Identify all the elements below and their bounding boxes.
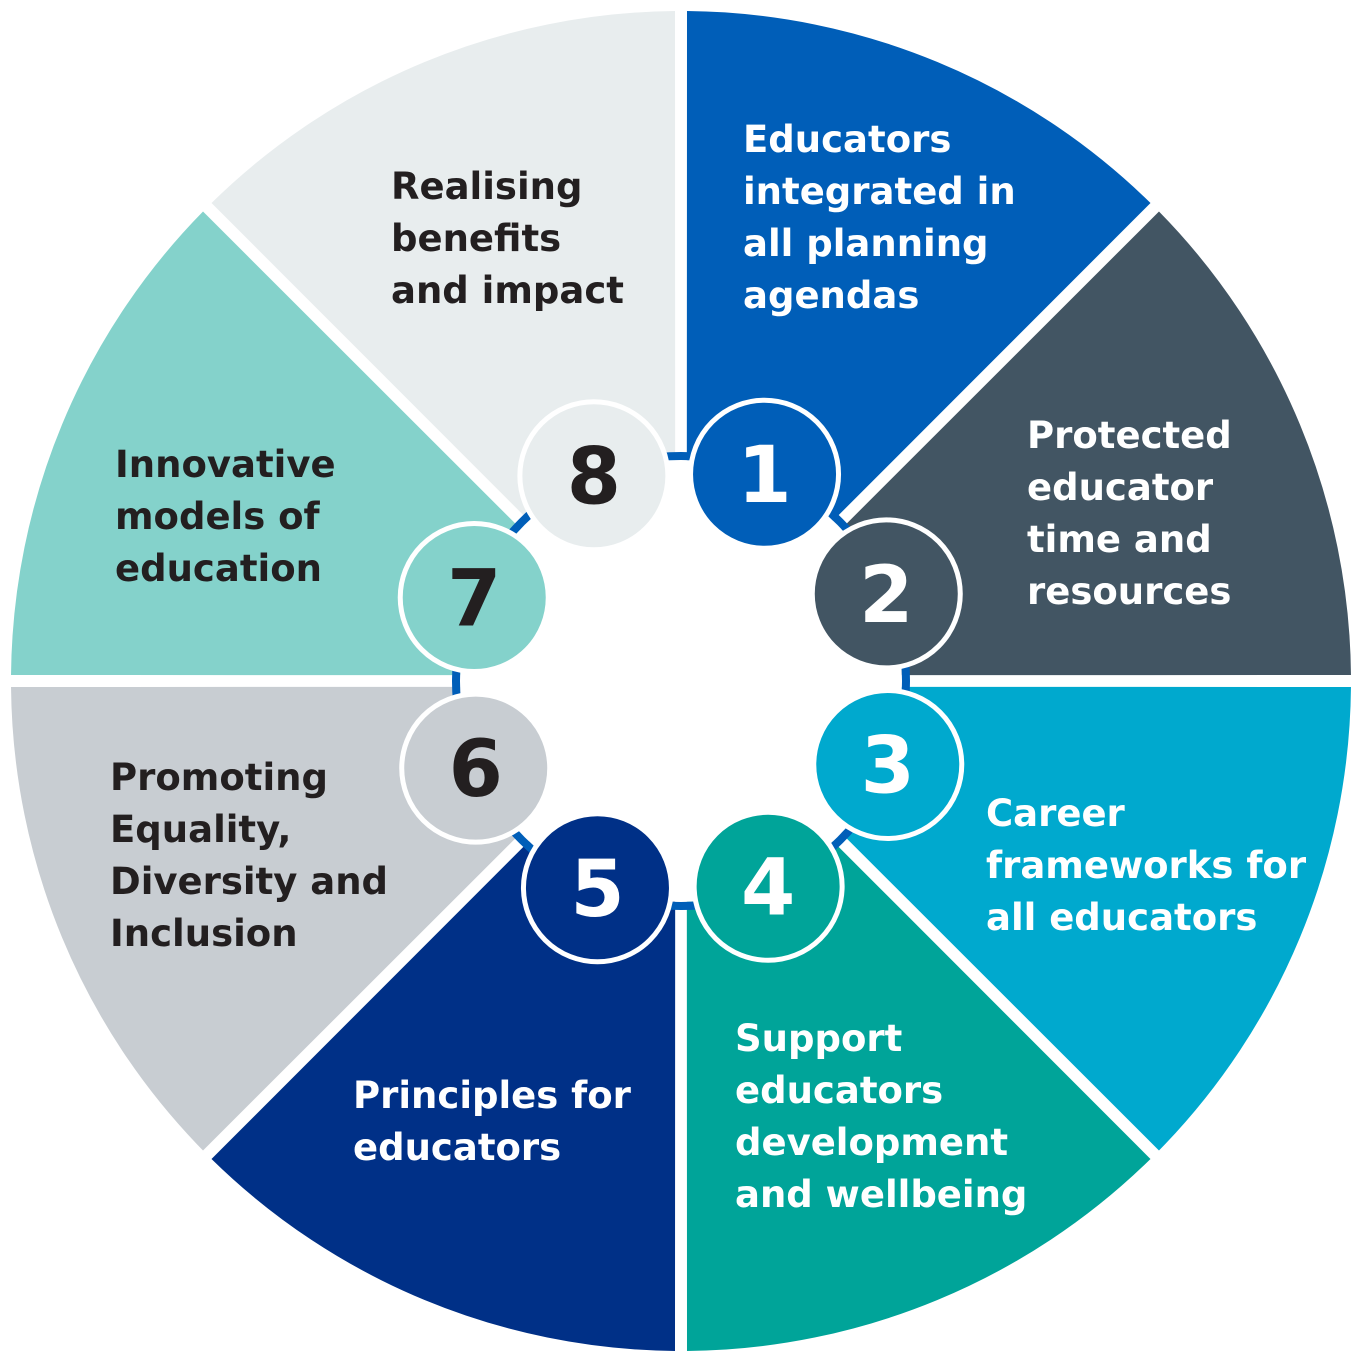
segment-label-line: integrated in bbox=[743, 170, 1016, 213]
segment-label-line: education bbox=[115, 547, 322, 590]
segment-label-line: models of bbox=[115, 495, 321, 538]
segment-label-line: time and bbox=[1027, 518, 1212, 561]
segment-label-line: and impact bbox=[391, 269, 624, 312]
segment-label-line: Career bbox=[986, 792, 1126, 835]
segment-label-line: Diversity and bbox=[110, 860, 388, 903]
segment-label-line: educators bbox=[735, 1069, 943, 1112]
segment-label-line: Educators bbox=[743, 118, 951, 161]
number-badge-label-3: 3 bbox=[861, 722, 915, 812]
centre-disc bbox=[460, 460, 902, 902]
number-badge-label-2: 2 bbox=[859, 551, 913, 641]
number-badges: 12 34 56 78 bbox=[397, 397, 965, 965]
number-badge-7 bbox=[397, 520, 551, 674]
segment-label-line: resources bbox=[1027, 570, 1231, 613]
number-badge-label-5: 5 bbox=[570, 845, 624, 935]
number-badge-label-1: 1 bbox=[737, 431, 791, 521]
segment-label-line: Protected bbox=[1027, 414, 1232, 457]
segment-label-line: Principles for bbox=[353, 1074, 632, 1117]
segment-label-line: educators bbox=[353, 1126, 561, 1169]
segment-label-line: agendas bbox=[743, 274, 919, 317]
number-badge-label-4: 4 bbox=[741, 843, 795, 933]
segment-label-line: and wellbeing bbox=[735, 1173, 1027, 1216]
inner-ring bbox=[452, 452, 910, 910]
segment-label-line: Inclusion bbox=[110, 912, 298, 955]
segment-label-7: Innovative models of education bbox=[115, 443, 336, 590]
segment-label-line: Realising bbox=[391, 165, 582, 208]
number-badge-6 bbox=[399, 691, 553, 845]
segment-label-line: development bbox=[735, 1121, 1008, 1164]
segment-label-1: Educators integrated in all planning agenda… bbox=[743, 118, 1016, 317]
segment-label-line: benefits bbox=[391, 217, 561, 260]
segment-label-5: Principles for educators bbox=[353, 1074, 632, 1169]
segment-label-line: frameworks for bbox=[986, 844, 1307, 887]
number-badge-8 bbox=[517, 399, 671, 553]
segment-label-line: Support bbox=[735, 1017, 902, 1060]
number-badge-2 bbox=[809, 517, 963, 671]
segment-label-line: Promoting bbox=[110, 756, 328, 799]
segment-wedges bbox=[11, 11, 1351, 1351]
segment-label-4: Support educators development and wellbeing bbox=[735, 1017, 1027, 1216]
number-badge-5 bbox=[520, 811, 674, 965]
segment-label-3: Career frameworks for all educators bbox=[986, 792, 1307, 939]
segment-label-line: all educators bbox=[986, 896, 1257, 939]
segment-label-line: all planning bbox=[743, 222, 989, 265]
segment-label-line: Equality, bbox=[110, 808, 291, 851]
number-badge-label-6: 6 bbox=[449, 725, 503, 815]
segment-label-line: Innovative bbox=[115, 443, 336, 486]
segment-label-line: educator bbox=[1027, 466, 1214, 509]
number-badge-1 bbox=[688, 397, 842, 551]
number-badge-label-7: 7 bbox=[447, 554, 501, 644]
number-badge-label-8: 8 bbox=[567, 433, 621, 523]
number-badge-3 bbox=[811, 688, 965, 842]
segment-label-8: Realising benefits and impact bbox=[391, 165, 624, 312]
segment-labels: Educators integrated in all planning agenda… bbox=[110, 118, 1307, 1216]
number-badge-4 bbox=[691, 809, 845, 963]
segment-label-2: Protected educator time and resources bbox=[1027, 414, 1232, 613]
